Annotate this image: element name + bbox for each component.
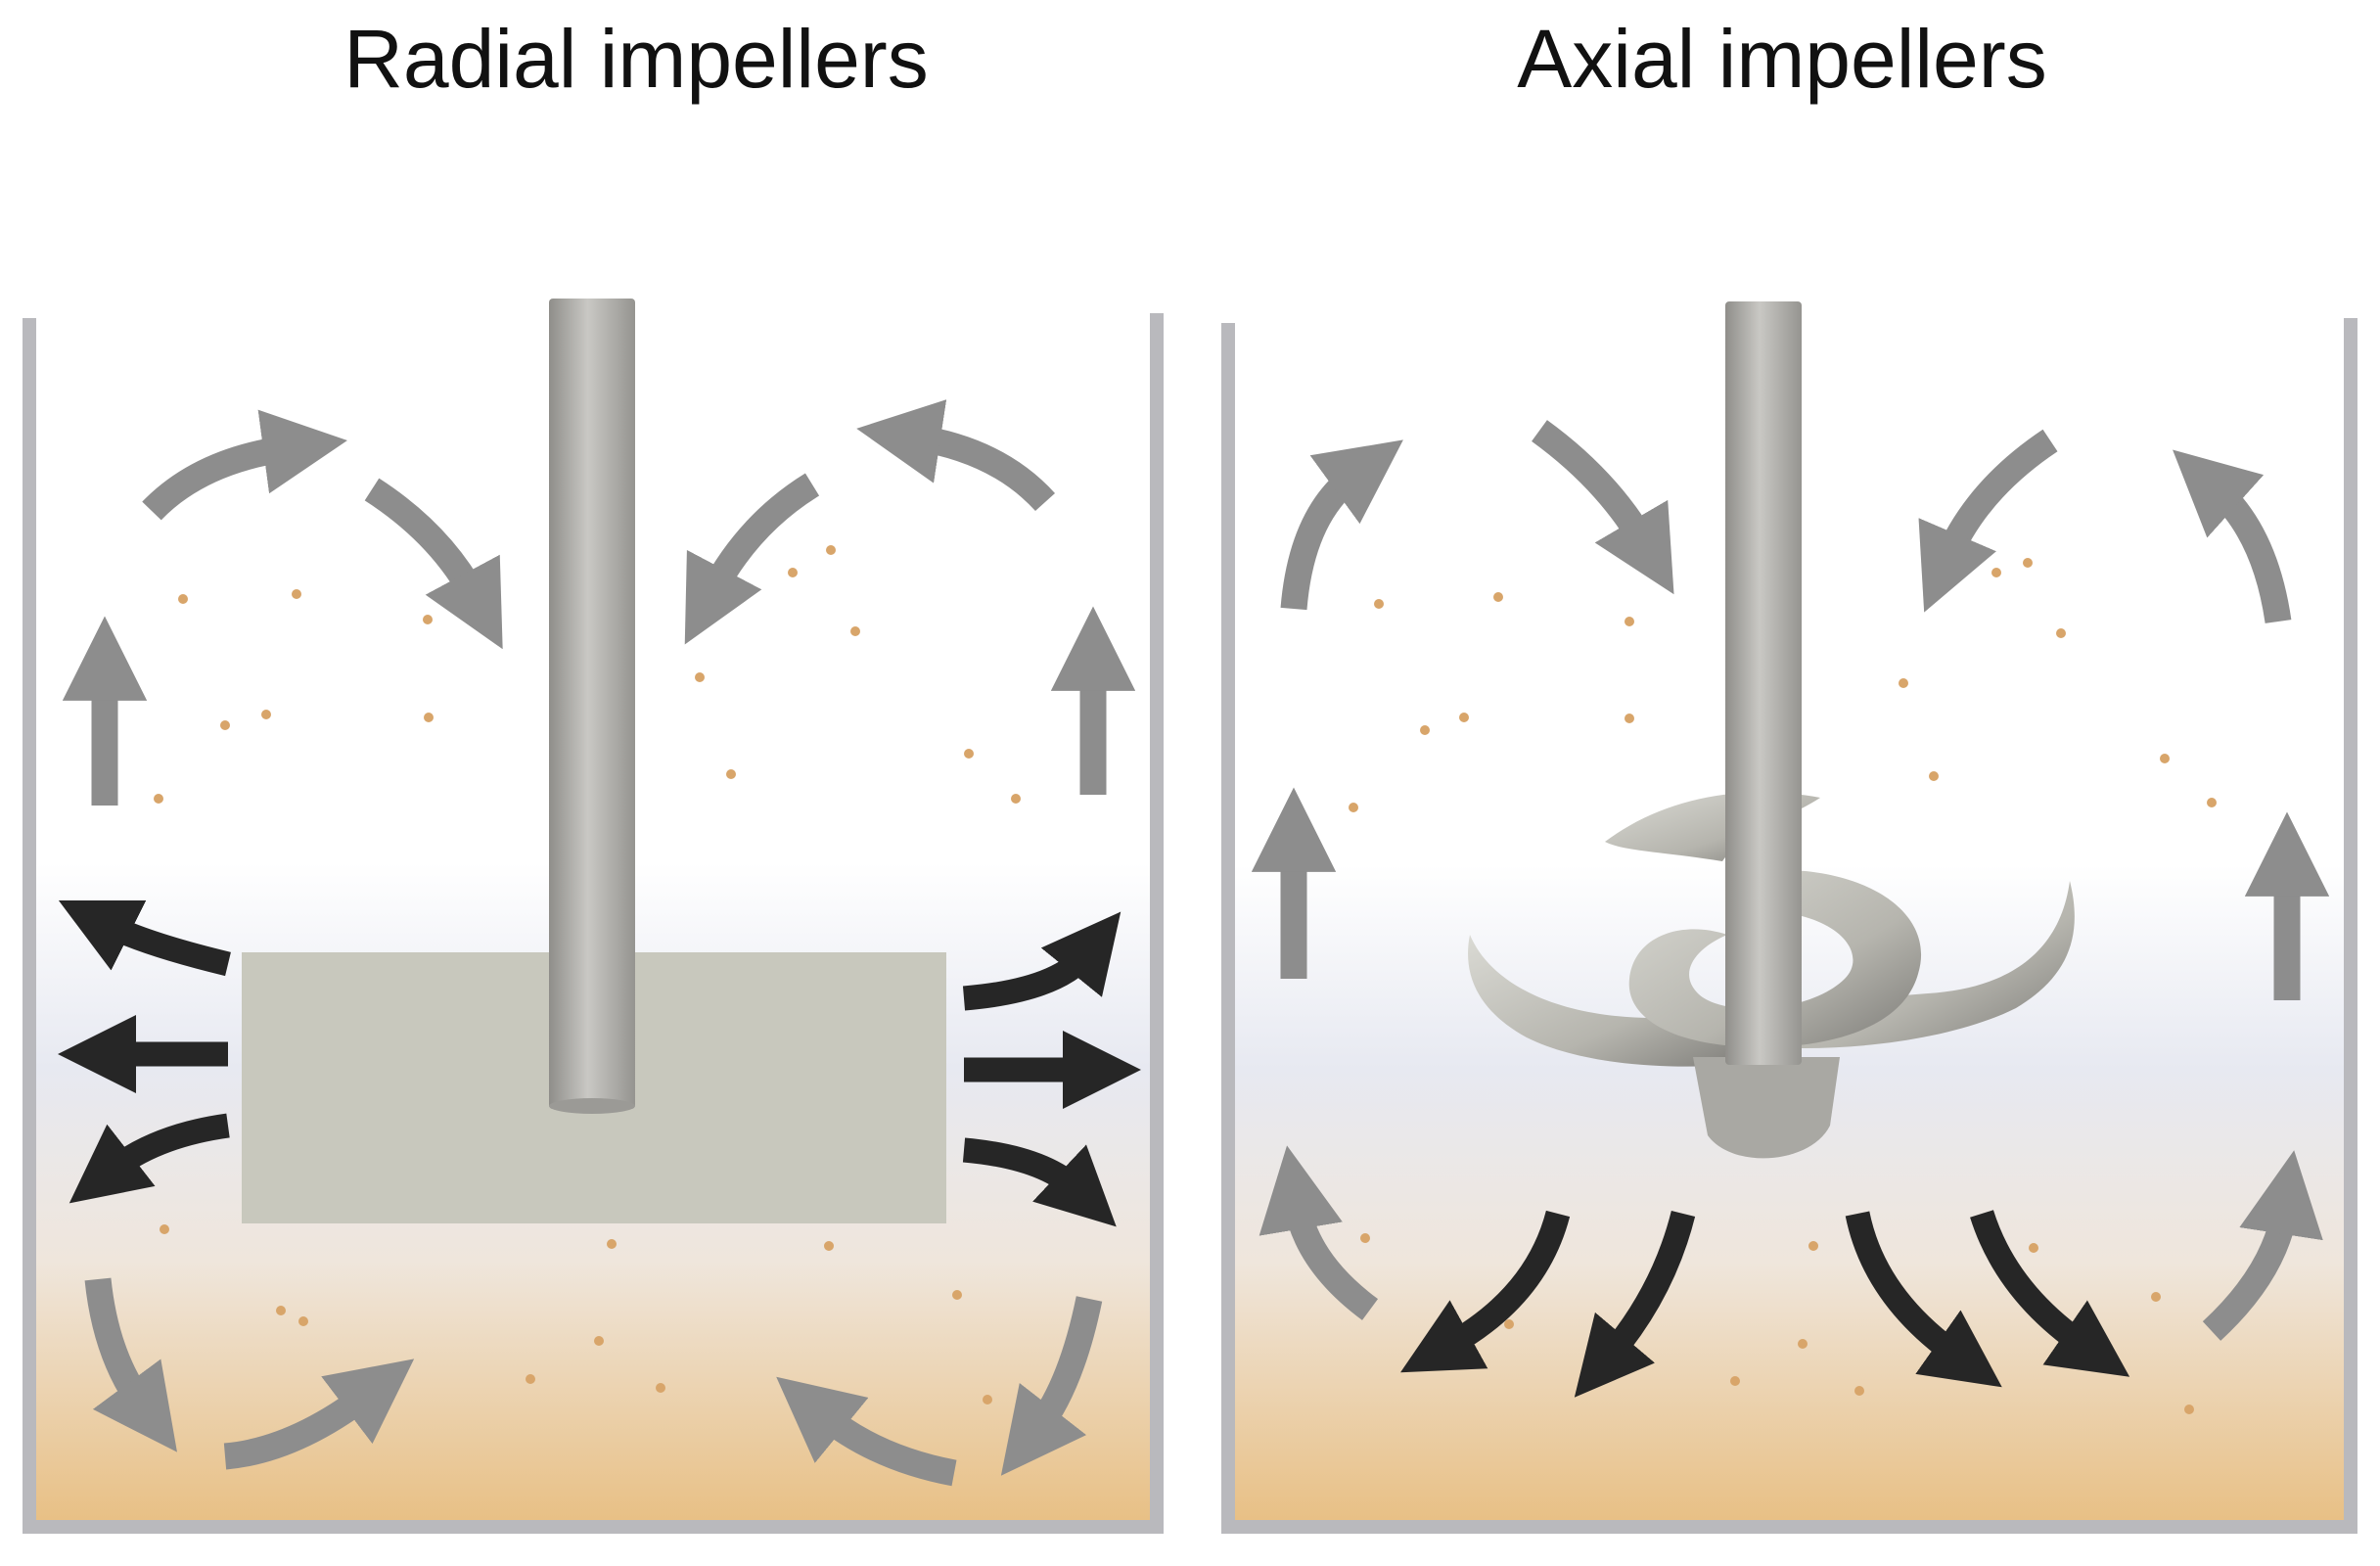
axial-discharge-4 [1970, 1210, 2130, 1377]
axial-arrow-top-left-b [1532, 420, 1674, 595]
radial-circulation-arrows [62, 399, 1136, 1487]
axial-hub [1693, 1057, 1840, 1159]
radial-discharge-arrows [57, 899, 1142, 1227]
axial-blade-loop [1628, 869, 1922, 1047]
axial-tank-wall [1221, 318, 2357, 1534]
radial-discharge-right-bottom [962, 1137, 1117, 1227]
radial-arrow-bottom-left-a [84, 1277, 177, 1452]
radial-arrow-top-right-b [684, 473, 820, 645]
radial-arrow-top-left-a [142, 409, 347, 521]
radial-shaft [549, 299, 635, 1109]
radial-arrow-bottom-right-a [1000, 1296, 1103, 1476]
axial-impeller [1468, 792, 2075, 1159]
axial-arrow-bottom-left [1259, 1145, 1379, 1320]
axial-arrow-top-right-b [1918, 429, 2058, 613]
axial-shaft [1725, 301, 1802, 1065]
axial-impellers-title: Axial impellers [1517, 13, 2047, 105]
axial-arrow-bottom-right [2202, 1150, 2323, 1341]
axial-circulation-arrows [1251, 420, 2330, 1341]
radial-arrow-bottom-right-b [776, 1376, 957, 1487]
radial-shaft-tip [549, 1098, 635, 1114]
axial-arrow-top-right-a [2173, 449, 2292, 624]
axial-discharge-3 [1845, 1211, 2002, 1388]
radial-discharge-right-top [962, 911, 1121, 1011]
axial-discharge-arrows [1400, 1210, 2130, 1398]
axial-arrow-top-left-a [1280, 439, 1403, 611]
axial-discharge-2 [1574, 1210, 1696, 1398]
radial-arrow-bottom-left-b [223, 1359, 415, 1470]
axial-discharge-1 [1400, 1210, 1571, 1373]
radial-arrow-top-left-b [364, 478, 503, 650]
radial-discharge-left-top [58, 899, 231, 977]
radial-discharge-left-bottom [69, 1113, 230, 1204]
radial-tank-wall [23, 313, 1164, 1534]
radial-arrow-top-right-a [856, 399, 1056, 512]
radial-impellers-title: Radial impellers [343, 13, 929, 105]
